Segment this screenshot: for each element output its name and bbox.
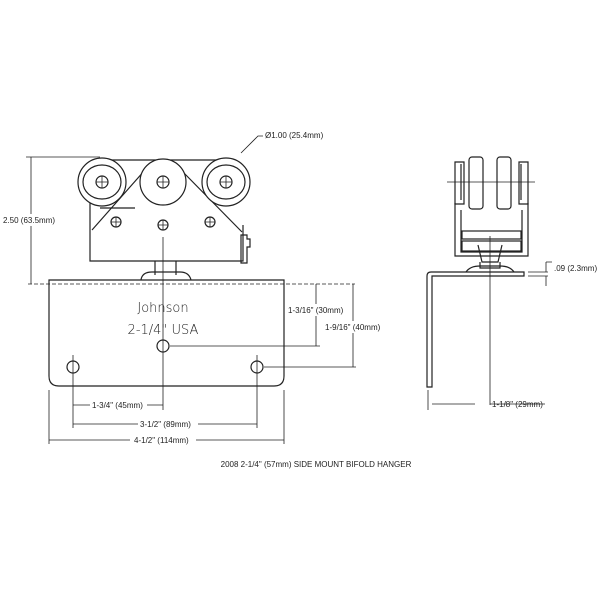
drawing-caption: 2008 2-1/4" (57mm) SIDE MOUNT BIFOLD HAN… — [221, 460, 412, 469]
dim-center-hole-depth: 1-3/16" (30mm) — [288, 306, 344, 315]
dim-thickness: .09 (2.3mm) — [554, 264, 597, 273]
stem — [140, 261, 192, 281]
mounting-plate — [48, 279, 285, 387]
centerlines — [48, 237, 356, 444]
dim-height: 2.50 (63.5mm) — [3, 216, 55, 225]
wheel-center — [139, 158, 187, 206]
screws — [110, 216, 216, 231]
wheel-left — [77, 157, 127, 207]
dim-half-spacing: 1-3/4" (45mm) — [92, 401, 143, 410]
wheel-right — [201, 157, 251, 207]
bracket — [426, 271, 525, 388]
latch — [240, 234, 251, 264]
dim-side-hole-depth: 1-9/16" (40mm) — [325, 323, 381, 332]
dim-wheel-diameter: Ø1.00 (25.4mm) — [265, 131, 324, 140]
dim-plate-width: 4-1/2" (114mm) — [134, 436, 189, 445]
front-view: Johnson 2-1/4" USA — [28, 157, 356, 444]
side-wheel-left — [468, 156, 484, 210]
side-view — [426, 156, 552, 410]
dim-hole-spacing: 3-1/2" (89mm) — [140, 420, 191, 429]
dimension-lines — [26, 135, 354, 441]
dim-offset: 1-1/8" (29mm) — [492, 400, 543, 409]
side-wheel-right — [496, 156, 512, 210]
mounting-holes — [66, 339, 264, 374]
